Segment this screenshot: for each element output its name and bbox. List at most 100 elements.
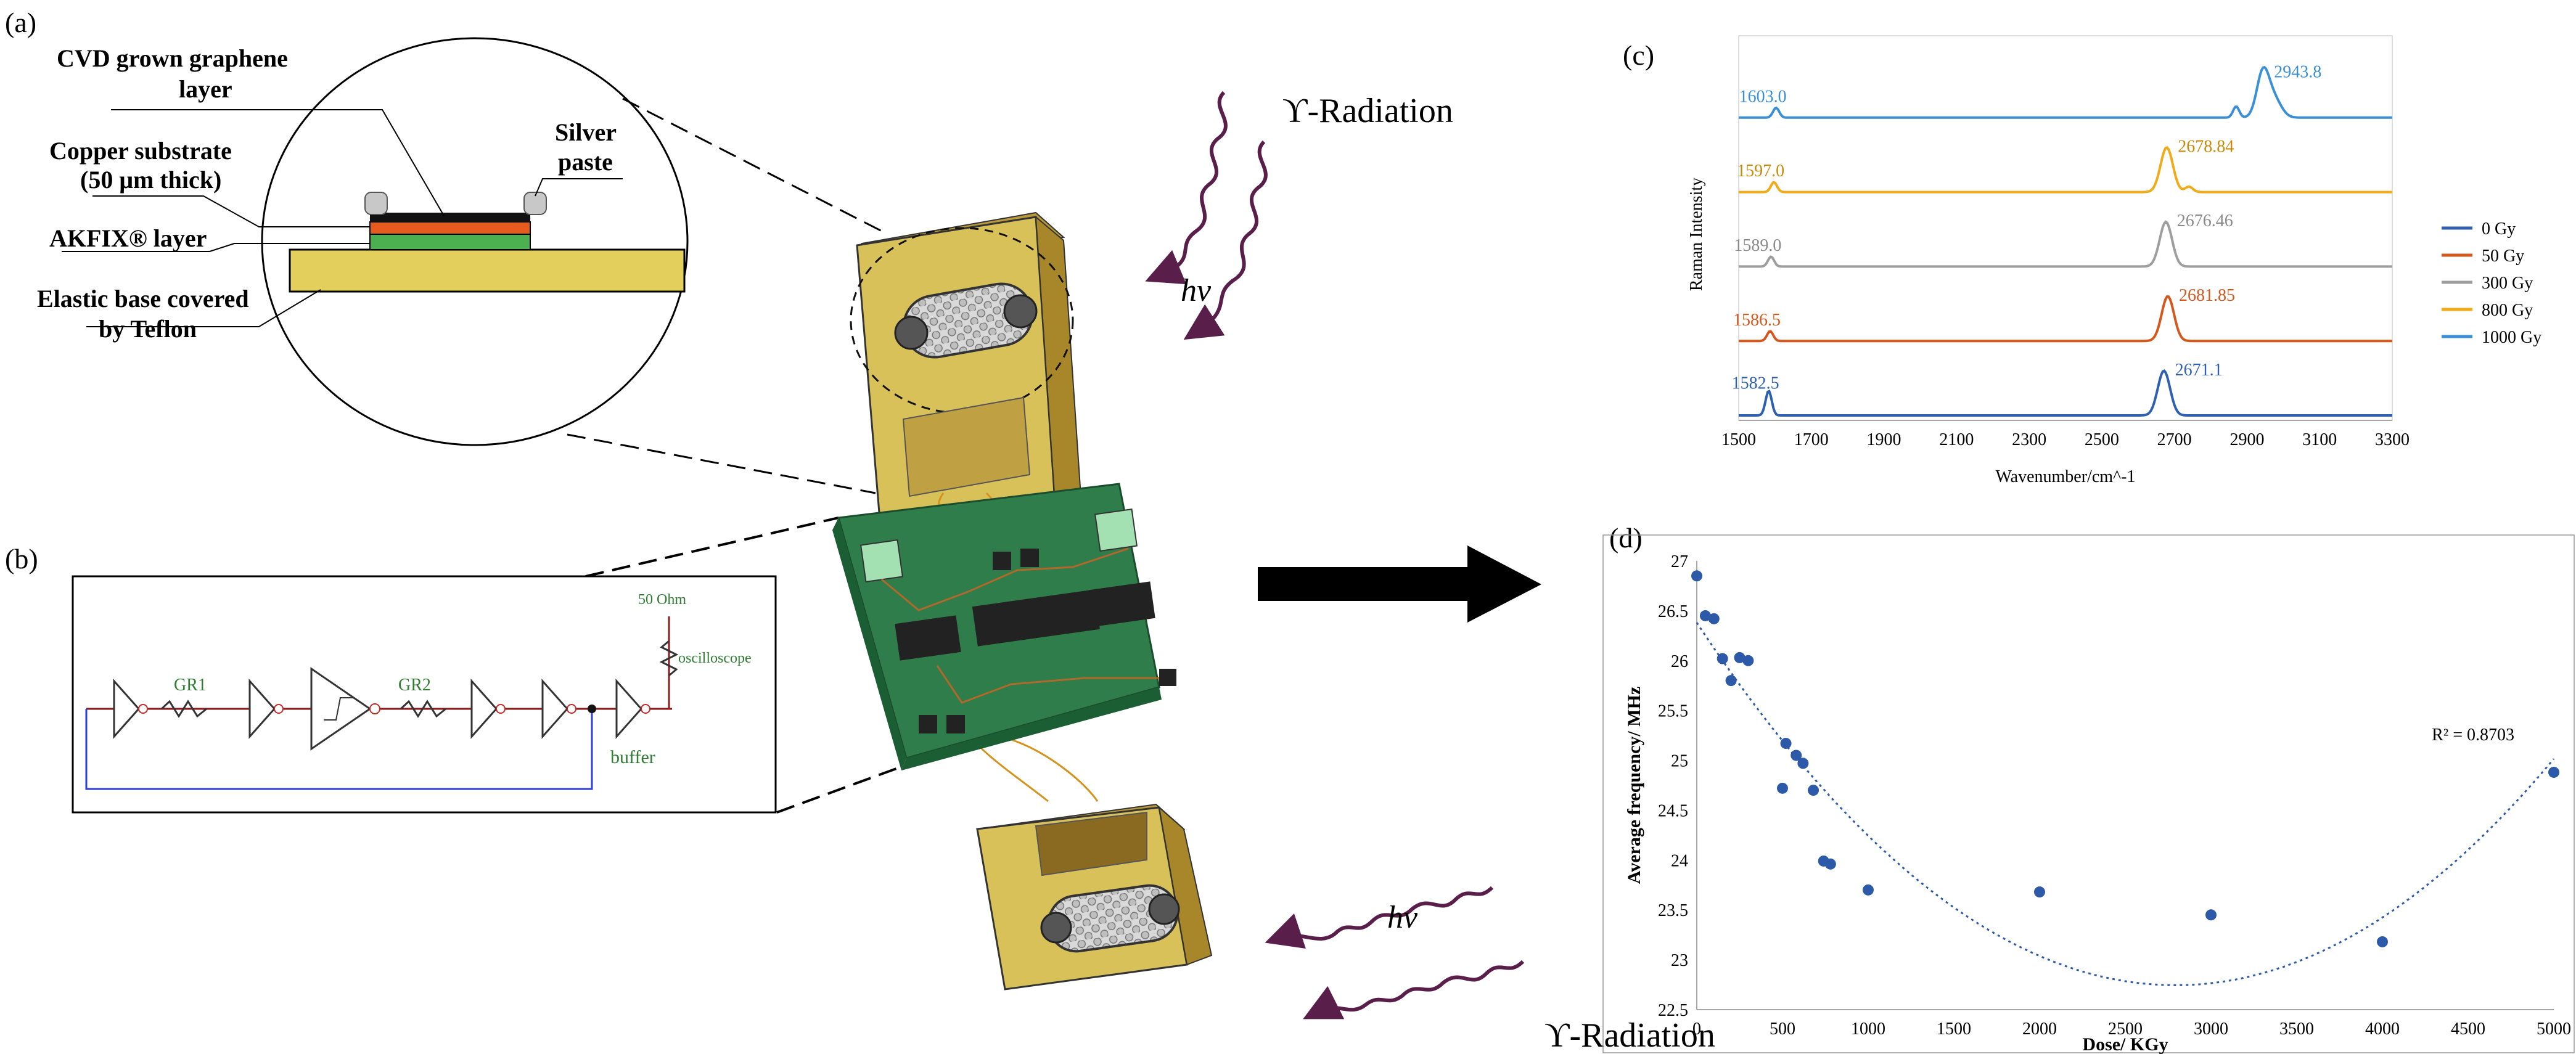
silver-paste-left (364, 192, 388, 215)
panel-b: (b) GR1 GR2 50 Ohm oscilloscope buffer (5, 517, 925, 814)
raman-legend-label: 800 Gy (2482, 301, 2533, 320)
raman-x-tick: 1900 (1867, 430, 1901, 449)
panel-c-label: (c) (1623, 39, 1654, 71)
graphene-layer (370, 213, 530, 222)
scatter-point (1780, 738, 1792, 750)
scatter-frame (1602, 534, 2575, 1053)
scatter-x-tick: 5000 (2537, 1019, 2571, 1039)
raman-peak-label: 2676.46 (2177, 211, 2233, 231)
label-graphene: CVD grown graphene (57, 44, 288, 72)
resistor-50ohm (659, 640, 679, 677)
label-copper: Copper substrate (49, 137, 232, 165)
raman-series-line (1739, 220, 2392, 268)
raman-chart: 1582.52671.11586.52681.851589.02676.4615… (1687, 35, 2541, 486)
wave-1 (1145, 91, 1228, 285)
label-graphene-2: layer (179, 75, 232, 103)
gamma-label-bottom: ϒ-Radiation (1544, 1016, 1715, 1054)
sensor-bottom (975, 803, 1213, 991)
label-base: Elastic base covered (37, 285, 249, 313)
raman-x-tick: 3100 (2302, 430, 2337, 449)
sensor-assembly (832, 211, 1213, 991)
scatter-point (1797, 758, 1809, 769)
wave-4 (1303, 960, 1525, 1019)
scatter-x-tick: 3500 (2279, 1019, 2314, 1039)
panel-d-label: (d) (1609, 522, 1643, 554)
scatter-y-tick: 26 (1671, 652, 1688, 671)
panel-a-label: (a) (5, 7, 36, 38)
sensor-top (850, 211, 1083, 544)
raman-x-tick: 2300 (2012, 430, 2046, 449)
scatter-point (1708, 613, 1720, 624)
raman-y-axis-title: Raman Intensity (1687, 178, 1706, 291)
scatter-x-tick: 4500 (2451, 1019, 2485, 1039)
scatter-y-tick: 25 (1671, 752, 1688, 771)
copper-layer (369, 221, 531, 235)
label-silver: Silver (555, 118, 617, 146)
raman-legend-label: 50 Gy (2482, 247, 2524, 266)
label-buffer: buffer (610, 747, 655, 767)
hv-label-bottom: hν (1387, 900, 1418, 935)
raman-series-line (1739, 369, 2392, 417)
scatter-point (1824, 858, 1836, 870)
resistor-gr1 (160, 700, 207, 718)
label-gr1: GR1 (174, 676, 207, 695)
panel-a: (a) CVD grown graphene layer Copper subs… (5, 7, 888, 494)
schmitt-trigger (310, 667, 380, 751)
inverter-2 (248, 679, 284, 739)
scatter-point (2377, 936, 2388, 947)
scatter-point (1725, 675, 1737, 687)
zoom-line-bottom (567, 433, 876, 494)
raman-peak-label: 1603.0 (1739, 87, 1787, 106)
scatter-point (1734, 652, 1745, 663)
gamma-label-top: ϒ-Radiation (1282, 92, 1453, 130)
scatter-x-tick: 2500 (2108, 1019, 2143, 1039)
raman-legend-label: 0 Gy (2482, 219, 2516, 239)
raman-series-line (1739, 295, 2392, 343)
label-50ohm: 50 Ohm (638, 592, 686, 608)
raman-series-line (1739, 65, 2392, 119)
label-base-2: by Teflon (99, 315, 197, 343)
scatter-point (1790, 750, 1802, 761)
raman-x-tick: 2700 (2157, 430, 2192, 449)
inverter-1 (113, 679, 148, 739)
leader-akfix (62, 243, 370, 252)
scatter-x-tick: 2000 (2022, 1019, 2057, 1039)
inverter-3 (470, 679, 506, 739)
scatter-point (1777, 782, 1788, 794)
pcb-board (832, 483, 1176, 770)
scatter-point (2205, 909, 2217, 921)
wire-4 (1011, 738, 1099, 802)
scatter-x-tick: 3000 (2194, 1019, 2228, 1039)
label-oscilloscope: oscilloscope (678, 650, 752, 666)
raman-plot-area (1738, 35, 2393, 421)
panel-c: (c) 1582.52671.11586.52681.851589.02676.… (1623, 35, 2541, 486)
label-copper-2: (50 μm thick) (80, 166, 221, 194)
raman-peak-label: 1589.0 (1734, 236, 1781, 255)
raman-legend-label: 300 Gy (2482, 274, 2533, 293)
raman-peak-label: 2681.85 (2179, 286, 2235, 305)
scatter-x-tick: 1000 (1851, 1019, 1885, 1039)
raman-peak-label: 1586.5 (1733, 311, 1781, 330)
label-silver-2: paste (558, 148, 613, 176)
silver-paste-right (523, 192, 547, 215)
scatter-y-tick: 24 (1671, 851, 1688, 870)
radiation-top: ϒ-Radiation hν (1145, 91, 1453, 340)
leader-base (86, 289, 321, 327)
scatter-x-tick: 0 (1692, 1019, 1701, 1039)
zoom-line-top (622, 97, 888, 235)
leader-silver (535, 178, 623, 197)
circuit-frame (72, 575, 777, 814)
hv-label-top: hν (1181, 273, 1212, 308)
label-akfix: AKFIX® layer (49, 224, 207, 252)
elastic-base (289, 248, 686, 293)
raman-legend-label: 1000 Gy (2482, 328, 2541, 347)
raman-peak-label: 2678.84 (2178, 137, 2234, 156)
wave-2 (1183, 140, 1268, 340)
raman-peak-label: 1582.5 (1732, 374, 1779, 393)
label-gr2: GR2 (398, 676, 431, 695)
raman-peak-label: 1597.0 (1737, 161, 1784, 181)
raman-x-tick: 1700 (1794, 430, 1829, 449)
scatter-y-tick: 22.5 (1658, 1001, 1688, 1020)
